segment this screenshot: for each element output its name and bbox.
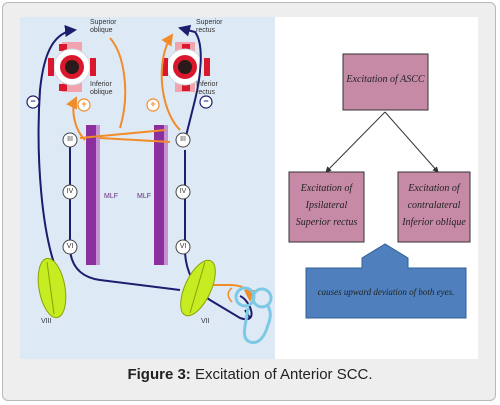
nucleus-VI-right: VI xyxy=(179,243,187,250)
navy-path-left-outer xyxy=(37,25,77,284)
nucleus-VII-label: VII xyxy=(201,318,210,325)
caption-text: Excitation of Anterior SCC. xyxy=(190,366,373,383)
orange-path-right-eye xyxy=(160,33,181,131)
nucleus-III-right: III xyxy=(180,136,186,143)
nucleus-VI-left: VI xyxy=(66,243,74,250)
plus-sign-right: + xyxy=(150,99,156,109)
nucleus-IV-right: IV xyxy=(179,188,187,195)
orange-path-cross xyxy=(79,129,166,139)
mlf-right-bar xyxy=(154,125,165,265)
right-eye-top-label: Superior rectus xyxy=(196,19,223,34)
vestibular-nucleus-left xyxy=(37,257,67,319)
minus-sign-left: − xyxy=(30,96,36,106)
nucleus-IV-left: IV xyxy=(66,188,74,195)
left-eye xyxy=(48,42,96,92)
figure-caption: Figure 3: Excitation of Anterior SCC. xyxy=(0,366,500,383)
right-eye-bottom-label: Inferior rectus xyxy=(196,81,218,96)
flow-bottom-arrow xyxy=(305,243,467,319)
flow-left-box xyxy=(288,171,365,243)
minus-sign-right: − xyxy=(203,96,209,106)
nucleus-VIII-label: VIII xyxy=(41,318,52,325)
navy-path-right-up xyxy=(178,24,202,141)
left-eye-top-label: Superior oblique xyxy=(90,19,117,34)
nuclei xyxy=(62,132,191,255)
mlf-left-bar xyxy=(86,125,97,265)
flow-right-box-text: Excitation of contralateral Inferior obl… xyxy=(402,183,466,228)
semicircular-canals xyxy=(227,286,273,345)
left-eye-bottom-label: Inferior oblique xyxy=(90,81,113,96)
flow-top-box xyxy=(342,53,429,111)
flow-bottom-arrow-text: causes upward deviation of both eyes. xyxy=(317,287,455,297)
vestibular-nucleus-right xyxy=(180,259,216,317)
caption-label: Figure 3: xyxy=(127,366,191,383)
nucleus-III-left: III xyxy=(67,136,73,143)
flow-top-box-text: Excitation of ASCC xyxy=(346,74,425,85)
plus-sign-left: + xyxy=(81,99,87,109)
mlf-left-label: MLF xyxy=(104,193,118,200)
flow-right-box xyxy=(397,171,471,243)
mlf-right-label: MLF xyxy=(137,193,151,200)
flow-left-box-text: Excitation of Ipsilateral Superior rectu… xyxy=(295,183,358,228)
flowchart xyxy=(288,53,471,319)
right-eye xyxy=(162,42,210,92)
